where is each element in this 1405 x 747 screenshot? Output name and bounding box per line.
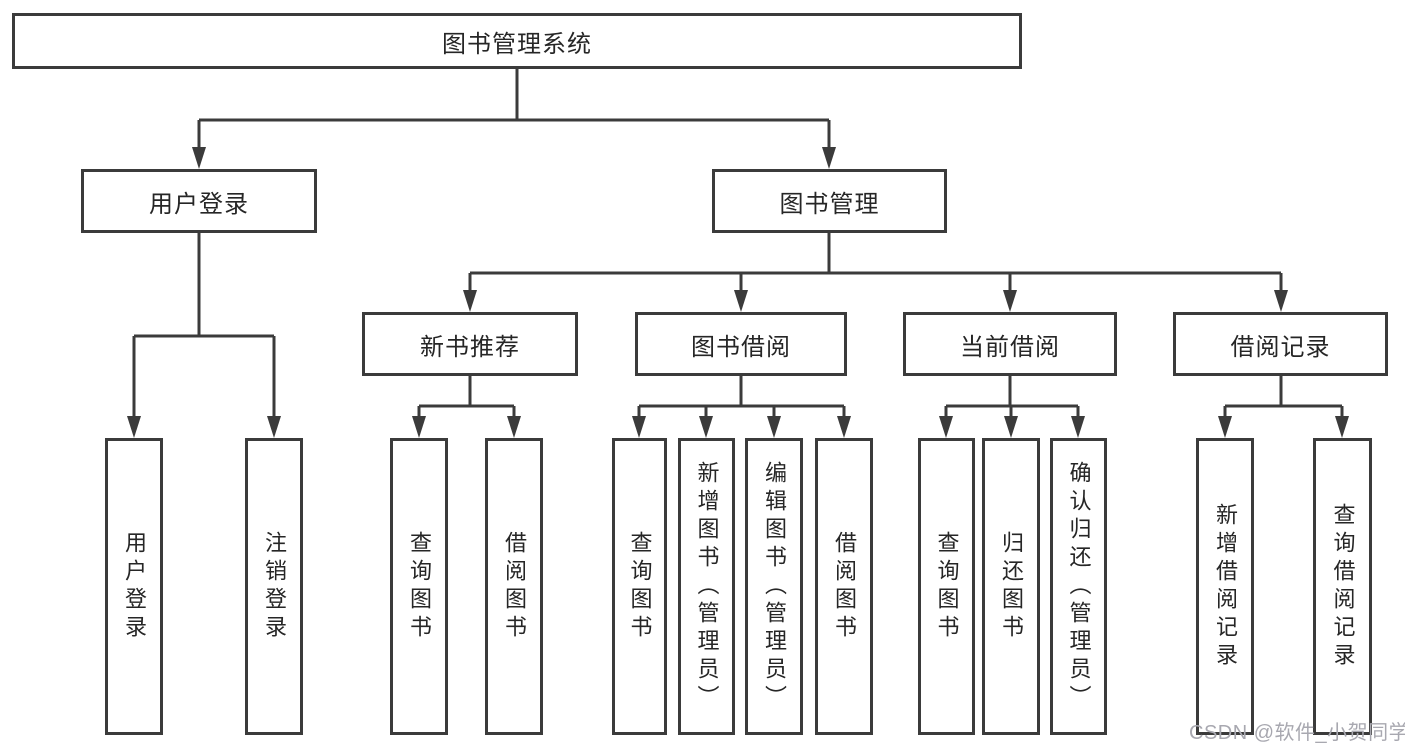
node-book-management: 图书管理 [712,169,947,233]
csdn-watermark: CSDN @软件_小贺同学 [1189,722,1405,744]
leaf-borrow-books: 借阅图书 [815,438,873,735]
leaf-confirm-return-admin: 确认归还（管理员） [1050,438,1107,735]
arrowhead [822,147,836,169]
arrowhead [767,416,781,438]
leaf-query-borrow-record: 查询借阅记录 [1313,438,1372,735]
arrowhead [699,416,713,438]
node-book-borrow: 图书借阅 [635,312,847,376]
arrowhead [463,290,477,312]
leaf-add-borrow-record: 新增借阅记录 [1196,438,1254,735]
connector-lines [132,69,1344,421]
leaf-borrow-books-recommend: 借阅图书 [485,438,543,735]
node-borrow-records: 借阅记录 [1173,312,1388,376]
leaf-add-book-admin: 新增图书（管理员） [678,438,735,735]
leaf-return-book: 归还图书 [982,438,1040,735]
arrowhead [192,147,206,169]
node-user-login: 用户登录 [81,169,317,233]
arrowhead [939,416,953,438]
node-new-book-recommend: 新书推荐 [362,312,578,376]
arrowhead [734,290,748,312]
arrowhead [1335,416,1349,438]
arrowhead [1003,290,1017,312]
leaf-edit-book-admin: 编辑图书（管理员） [745,438,803,735]
node-root-library-system: 图书管理系统 [12,13,1022,69]
leaf-query-books-borrow: 查询图书 [612,438,667,735]
leaf-query-books-recommend: 查询图书 [390,438,448,735]
arrowhead [1004,416,1018,438]
arrowhead [1218,416,1232,438]
arrowhead [632,416,646,438]
leaf-query-books-current: 查询图书 [918,438,975,735]
arrowhead [127,416,141,438]
arrowhead [507,416,521,438]
arrowheads [127,147,1349,438]
arrowhead [1274,290,1288,312]
node-current-borrow: 当前借阅 [903,312,1117,376]
arrowhead [1071,416,1085,438]
arrowhead [837,416,851,438]
leaf-user-login: 用户登录 [105,438,163,735]
arrowhead [267,416,281,438]
arrowhead [412,416,426,438]
leaf-logout: 注销登录 [245,438,303,735]
